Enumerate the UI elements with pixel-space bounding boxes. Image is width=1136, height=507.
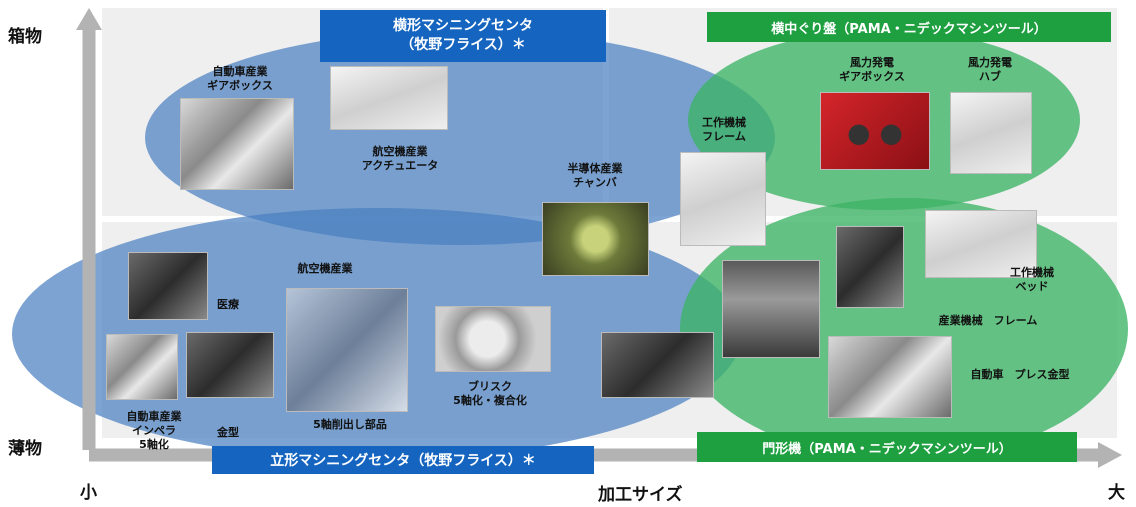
wind-hub-label: 風力発電 ハブ [968, 56, 1012, 83]
machine-structure-photo [601, 332, 714, 398]
machine-bed-label: 工作機械 ベッド [1010, 266, 1054, 293]
press-die-photo [828, 336, 952, 418]
industrial-frame-label: 産業機械 フレーム [938, 314, 1038, 327]
vertical-mc-banner: 立形マシニングセンタ（牧野フライス）＊ [212, 446, 594, 474]
y-axis-top-label: 箱物 [8, 27, 42, 47]
machine-frame-label: 工作機械 フレーム [702, 116, 746, 143]
mold-photo [186, 332, 274, 398]
impeller-label: 自動車産業 インペラ 5軸化 [126, 410, 182, 451]
semicon-chamber-photo [542, 202, 649, 276]
wind-gearbox-label: 風力発電 ギアボックス [839, 56, 905, 83]
mold-label: 金型 [217, 426, 239, 439]
x-axis-center-label: 加工サイズ [598, 485, 683, 505]
wind-hub-photo [950, 92, 1032, 174]
impeller-photo [106, 334, 178, 400]
aerospace-label: 航空機産業 [297, 262, 353, 275]
x-axis-right-label: 大 [1108, 483, 1125, 503]
five-axis-part-label: 5軸削出し部品 [313, 418, 387, 431]
medical-photo [128, 252, 208, 320]
auto-gearbox-label: 自動車産業 ギアボックス [207, 65, 273, 92]
x-axis-left-label: 小 [80, 483, 97, 503]
blisk-label: ブリスク 5軸化・複合化 [453, 380, 527, 407]
blisk-photo [435, 306, 551, 372]
aero-actuator-photo [330, 66, 448, 130]
machine-frame-photo [680, 152, 766, 246]
aerospace-part-photo [286, 288, 408, 412]
wind-gearbox-photo [820, 92, 930, 170]
medical-label: 医療 [217, 298, 239, 311]
gantry-machine-banner: 門形機（PAMA・ニデックマシンツール） [697, 432, 1077, 462]
engine-block-photo [722, 260, 820, 358]
semicon-chamber-label: 半導体産業 チャンバ [567, 162, 623, 189]
horizontal-mc-banner: 横形マシニングセンタ （牧野フライス）＊ [320, 10, 606, 62]
auto-gearbox-photo [180, 98, 294, 190]
machine-bed-photo [836, 226, 904, 308]
y-axis-bottom-label: 薄物 [8, 439, 42, 459]
machine-bed-large-photo [925, 210, 1037, 278]
boring-machine-banner: 横中ぐり盤（PAMA・ニデックマシンツール） [707, 12, 1111, 42]
press-die-label: 自動車 プレス金型 [970, 368, 1070, 381]
aero-actuator-label: 航空機産業 アクチュエータ [361, 145, 439, 172]
